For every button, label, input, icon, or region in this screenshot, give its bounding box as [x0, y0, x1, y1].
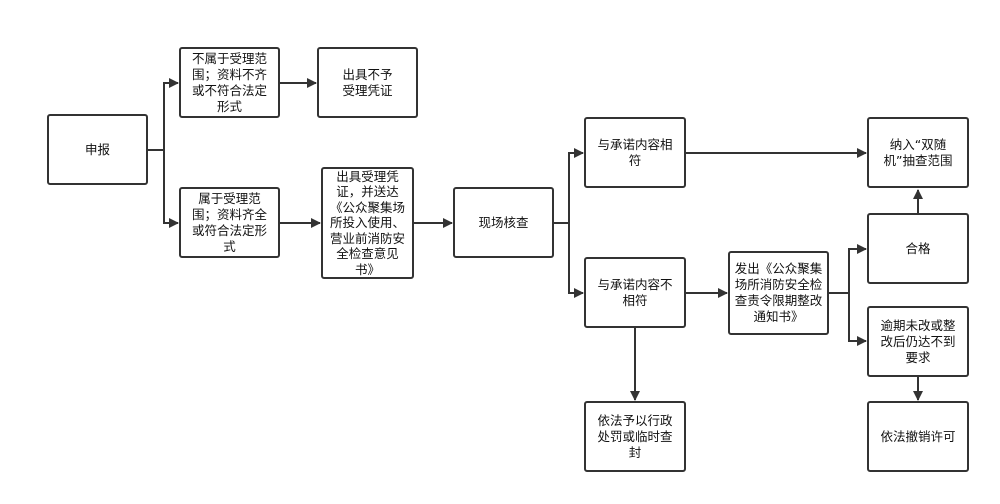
- node-qualified: 合格: [867, 213, 969, 284]
- node-no-receipt: 出具不予受理凭证: [317, 47, 418, 118]
- node-random-check: 纳入“双随机”抽查范围: [867, 117, 969, 188]
- arrow-to-in-scope: [163, 150, 179, 228]
- node-inconsistent: 与承诺内容不相符: [584, 257, 686, 328]
- node-issue-receipt: 出具受理凭证，并送达《公众聚集场所投入使用、营业前消防安全检查意见书》: [321, 167, 414, 279]
- node-overdue: 逾期未改或整改后仍达不到要求: [867, 306, 969, 377]
- node-in-scope: 属于受理范围；资料齐全或符合法定形式: [179, 187, 280, 258]
- node-out-of-scope: 不属于受理范围；资料不齐或不符合法定形式: [179, 47, 280, 118]
- node-revoke: 依法撤销许可: [867, 401, 969, 472]
- arrow-to-overdue: [848, 293, 867, 346]
- node-apply: 申报: [47, 114, 148, 185]
- node-site-check: 现场核查: [453, 187, 554, 258]
- arrow-to-qualified: [848, 244, 867, 293]
- node-rectify-notice: 发出《公众聚集场所消防安全检查责令限期整改通知书》: [728, 251, 829, 335]
- arrow-to-out-of-scope: [163, 78, 179, 150]
- arrow-to-inconsistent: [568, 223, 584, 298]
- node-consistent: 与承诺内容相符: [584, 117, 686, 188]
- arrow-to-consistent: [568, 148, 584, 223]
- node-penalty: 依法予以行政处罚或临时查封: [584, 401, 686, 472]
